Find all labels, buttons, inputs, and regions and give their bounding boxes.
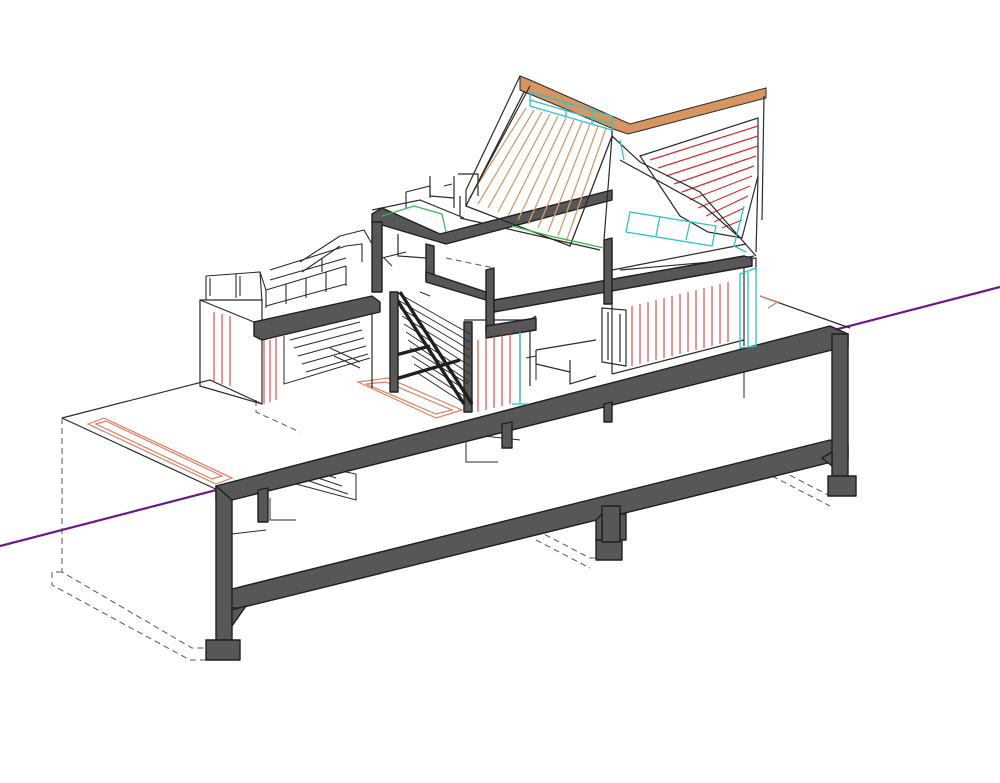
light-pits: [86, 295, 780, 485]
green-edges: [381, 205, 605, 249]
roof-edges: [465, 75, 767, 257]
cyan-glazing: [512, 91, 757, 405]
balcony-railing: [205, 185, 431, 308]
central-stair: [389, 291, 474, 405]
interior-details: [383, 183, 537, 380]
main-section-cut: [205, 325, 857, 661]
red-roof-slope: [639, 117, 759, 239]
lower-left-stair: [283, 321, 371, 385]
red-cladding-walls: [213, 282, 729, 412]
